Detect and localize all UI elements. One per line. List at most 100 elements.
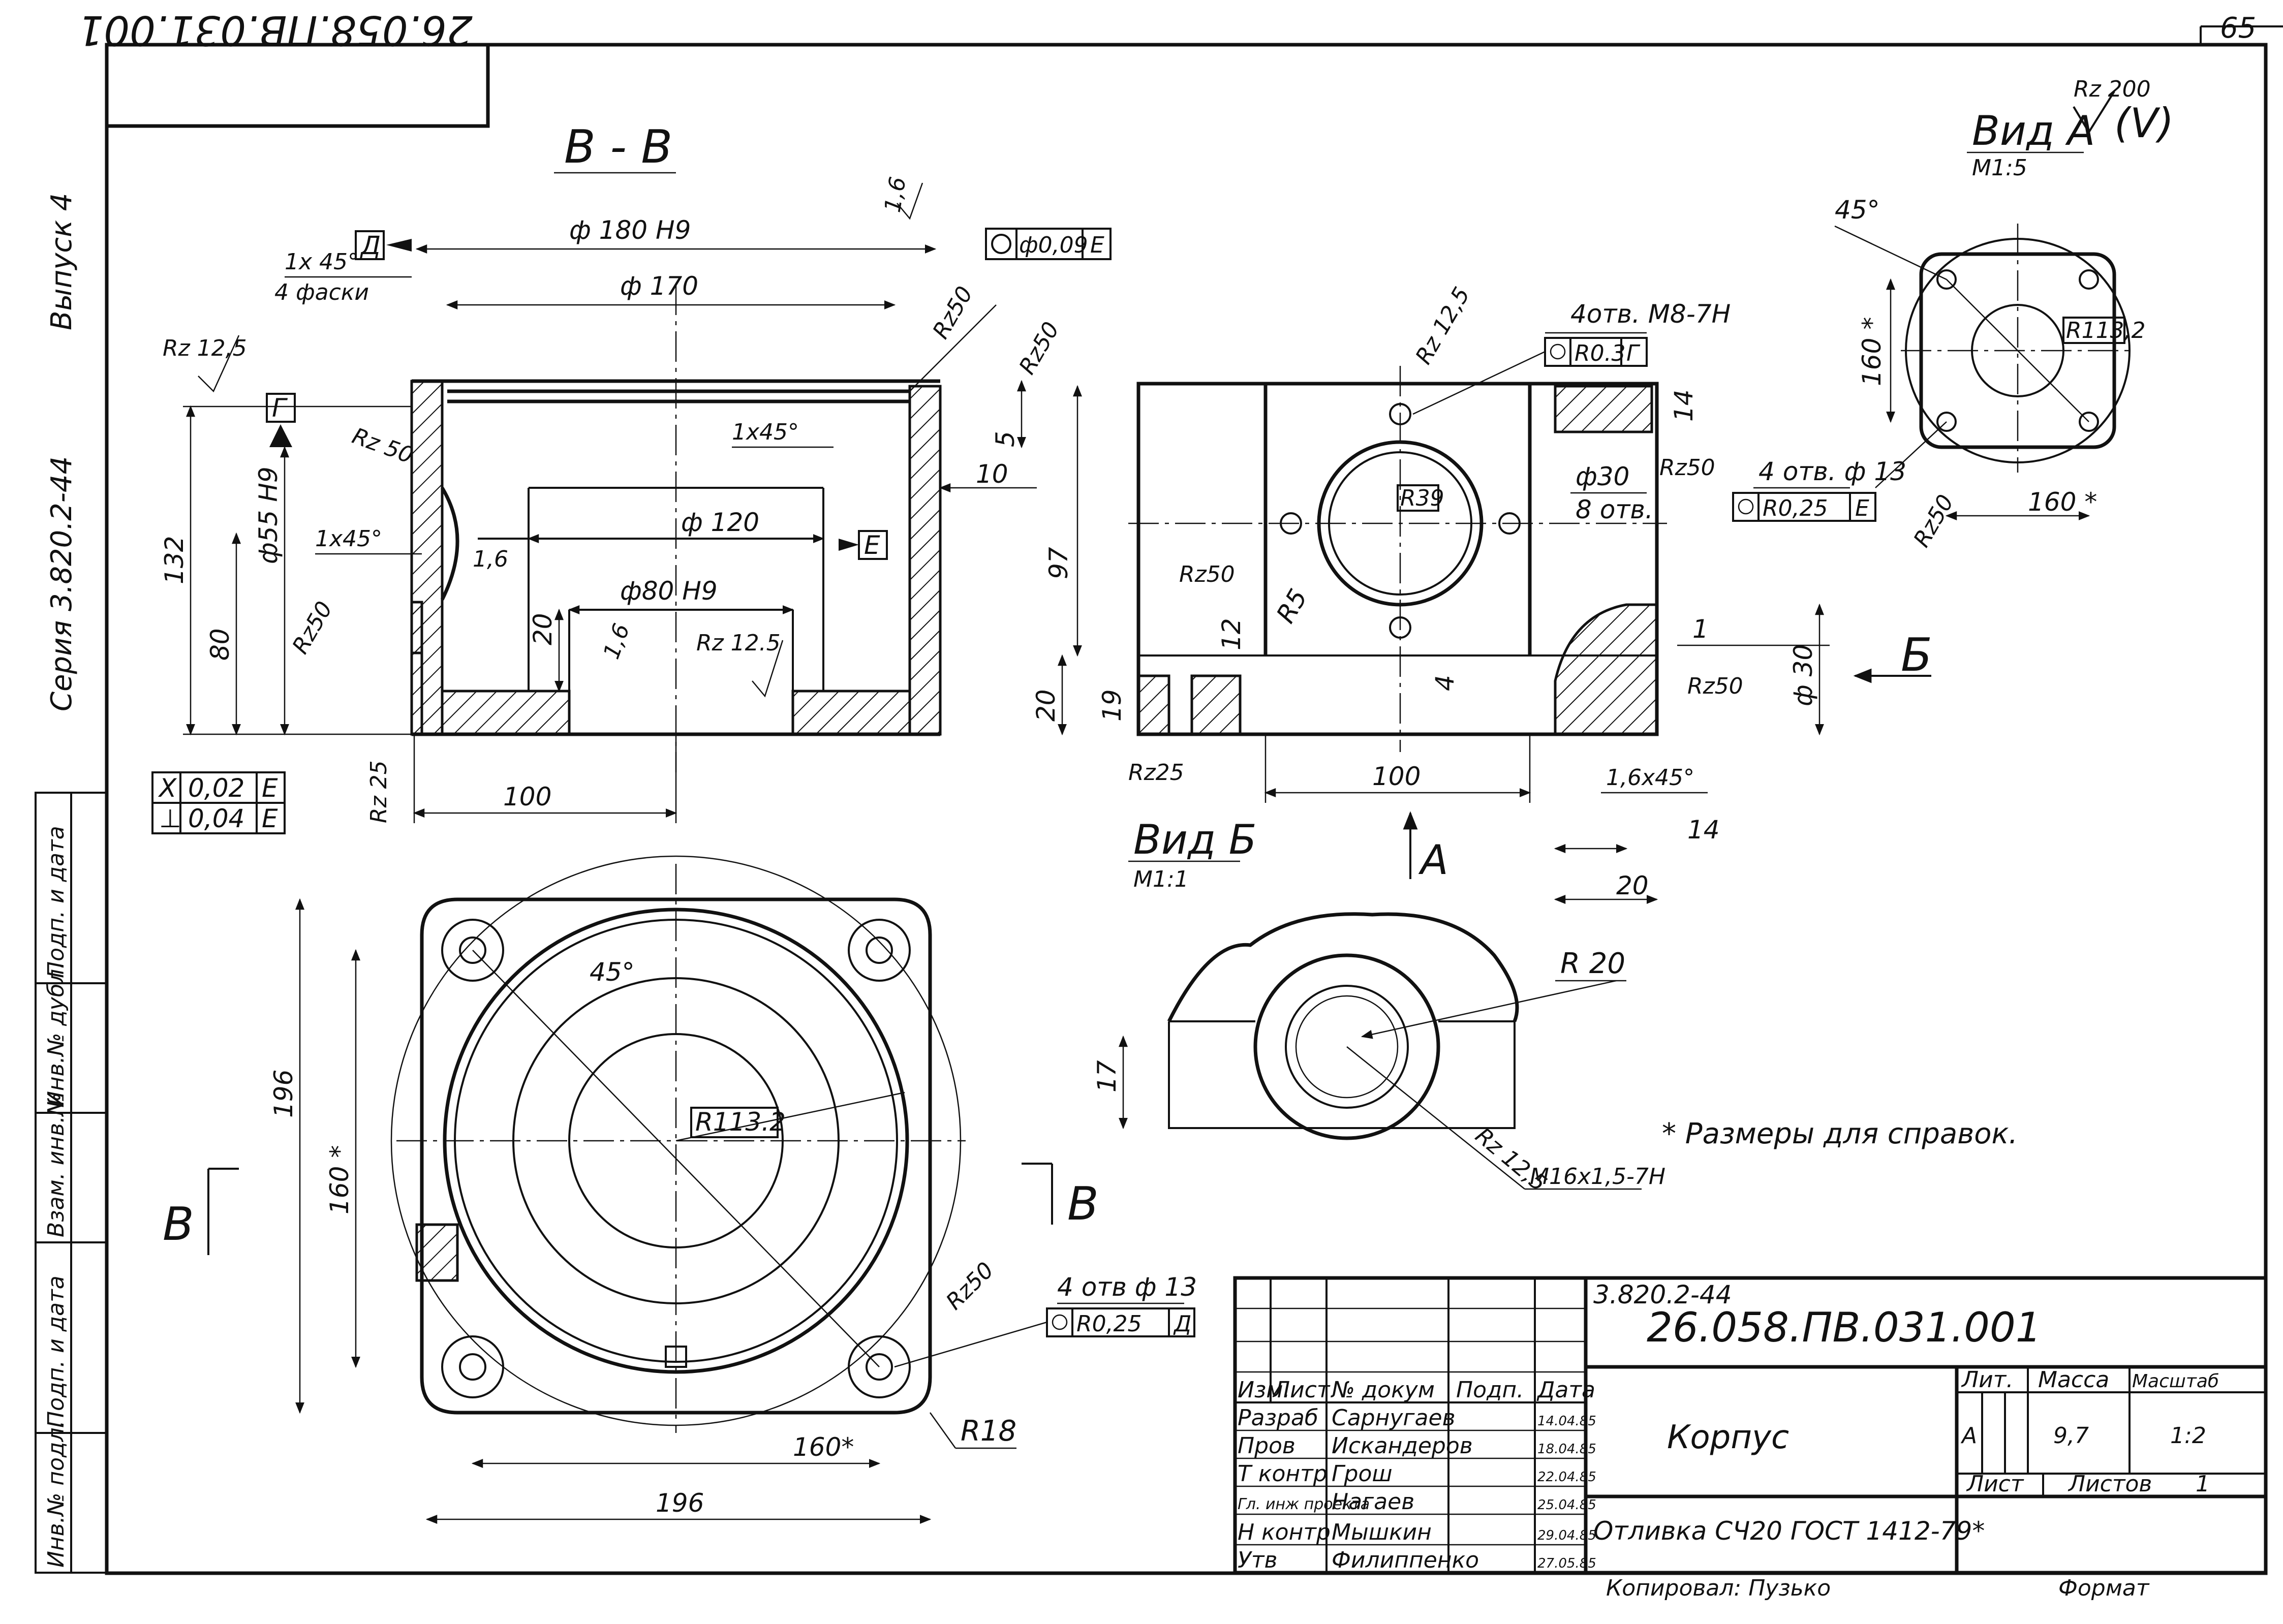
side-8-holes: 8 отв.	[1576, 495, 1653, 524]
side-pos-ref: Г	[1626, 340, 1641, 366]
mirrored-doc-code: 26.058.ПВ.031.001	[78, 7, 473, 54]
side-dim-19: 19	[1097, 689, 1127, 722]
tb-row5-role: Н контр	[1238, 1519, 1331, 1545]
view-b-dim-17: 17	[1092, 1060, 1122, 1092]
tol-row-1-val: 0,02	[188, 773, 244, 803]
tb-row2-name: Искандеров	[1332, 1433, 1473, 1459]
dim-10: 10	[976, 459, 1008, 489]
side-cell-sign2: Подп. и дата	[43, 1275, 69, 1428]
dim-d55: ф55 H9	[254, 466, 283, 564]
tb-row6-role: Утв	[1238, 1547, 1277, 1573]
view-a-scale: M1:5	[1972, 155, 2027, 181]
tb-sheet-label: Лист	[1966, 1471, 2024, 1497]
tb-head-doc: № докум	[1330, 1377, 1435, 1403]
plan-dim-160h: 160*	[793, 1432, 854, 1462]
dim-d170: ф 170	[620, 271, 698, 301]
dim-d120: ф 120	[681, 508, 759, 537]
tb-row1-role: Разраб	[1238, 1405, 1318, 1431]
tb-row5-name: Мышкин	[1332, 1519, 1432, 1545]
tb-series: 3.820.2-44	[1593, 1280, 1732, 1309]
tb-sheets-label: Листов	[2068, 1471, 2152, 1497]
side-cell-vzam: Взам. инв.№	[43, 1092, 69, 1237]
side-cell-sign1: Подп. и дата	[43, 826, 69, 978]
tb-head-izm: Изм.	[1238, 1377, 1290, 1403]
datum-d: Д	[360, 231, 381, 260]
side-dim-1: 1	[1692, 614, 1709, 644]
datum-e: Е	[864, 530, 880, 560]
tb-row4-date: 25.04.85	[1537, 1497, 1596, 1513]
rz-50-b: Rz50	[287, 597, 337, 658]
side-cell-dubl: Инв.№ дубл.	[43, 962, 69, 1108]
roughness-16-mid: 1,6	[473, 546, 508, 572]
side-chamfer: 1,6x45°	[1606, 765, 1694, 791]
side-holes-note: 4отв. M8-7H	[1570, 299, 1731, 329]
roughness-16-top: 1,6	[880, 175, 911, 214]
tb-head-sign: Подп.	[1456, 1377, 1524, 1403]
view-a-angle: 45°	[1835, 195, 1880, 225]
side-dim-14b: 14	[1687, 815, 1720, 845]
footer-copied: Копировал: Пузько	[1606, 1575, 1831, 1601]
plan-pos-ref: Д	[1173, 1311, 1191, 1337]
side-r39: R39	[1400, 485, 1444, 511]
view-a-dim-160v: 160 *	[1857, 317, 1887, 386]
view-a-rz200: Rz 200	[2074, 76, 2151, 102]
cut-label-right: В	[1067, 1177, 1099, 1231]
section-bb-title: В - В	[564, 120, 672, 174]
tb-row2-date: 18.04.85	[1537, 1442, 1596, 1457]
side-dim-4: 4	[1430, 675, 1460, 691]
tb-doc-code: 26.058.ПВ.031.001	[1647, 1304, 2042, 1351]
tolerance-table: X 0,02 Е ⊥ 0,04 Е	[151, 771, 286, 834]
dim-132: 132	[160, 536, 189, 584]
dim-20: 20	[528, 613, 558, 645]
view-a-pos-value: R0,25	[1763, 495, 1828, 521]
tb-row4-role: Гл. инж проекта	[1238, 1495, 1370, 1513]
view-b: Вид Б M1:1 R 20 17 Rz 12,5 M16x1,5-7H	[1092, 816, 1665, 1197]
plan-dim-196h: 196	[656, 1488, 704, 1518]
dim-80: 80	[205, 628, 235, 661]
plan-dim-160v: 160 *	[325, 1145, 354, 1214]
view-a-check: (V)	[2114, 100, 2174, 147]
chamfer-mid: 1x45°	[315, 526, 382, 552]
plan-rz50: Rz50	[941, 1257, 999, 1315]
concentricity-ref: Е	[1090, 232, 1104, 258]
side-rz-50-a: Rz50	[1659, 455, 1715, 481]
tb-row1-name: Сарнугаев	[1332, 1405, 1456, 1431]
rz-50-c: Rz50	[928, 282, 978, 343]
side-dim-14: 14	[1669, 389, 1699, 422]
side-rz-50-c: Rz50	[1687, 673, 1743, 699]
tb-row2-role: Пров	[1238, 1433, 1295, 1459]
tol-row-2-sym: ⊥	[159, 804, 181, 833]
section-bb: В - В ф 180 H9 ф 170 ф 120 ф80 H9	[151, 120, 1112, 834]
plan-r1132: R113.2	[695, 1107, 786, 1137]
side-strip: Выпуск 4 Серия 3.820.2-44 Подп. и дата И…	[35, 193, 108, 1574]
tb-row4-name: Нагаев	[1332, 1489, 1414, 1515]
datum-g: Г	[272, 393, 288, 423]
tol-row-2-ref: Е	[262, 804, 278, 833]
view-a-dim-160h: 160 *	[2028, 487, 2097, 517]
tb-scale: 1:2	[2170, 1423, 2206, 1449]
plan-dim-196v: 196	[269, 1070, 298, 1118]
dim-d80: ф80 H9	[620, 576, 718, 606]
view-a-rz50: Rz50	[1908, 490, 1959, 551]
view-b-title: Вид Б	[1133, 816, 1257, 863]
side-rz-50-b: Rz50	[1179, 561, 1235, 587]
tb-row6-name: Филиппенко	[1332, 1547, 1479, 1573]
tb-scale-label: Масштаб	[2132, 1371, 2219, 1392]
tol-row-2-val: 0,04	[188, 804, 244, 833]
side-d30-vertical: ф 30	[1788, 644, 1818, 706]
tb-head-list: Лист	[1272, 1377, 1331, 1403]
side-dim-97: 97	[1044, 547, 1073, 579]
side-rz-25: Rz25	[1128, 760, 1184, 786]
tb-row3-name: Грош	[1332, 1461, 1393, 1487]
roughness-16-bot: 1,6	[598, 620, 635, 663]
tb-mass: 9,7	[2053, 1423, 2089, 1449]
concentricity-value: ф0,09	[1019, 232, 1088, 258]
page-number: 65	[2220, 12, 2256, 45]
view-b-r20: R 20	[1560, 947, 1625, 980]
view-b-scale: M1:1	[1133, 866, 1189, 892]
view-a-pos-ref: Е	[1855, 495, 1869, 521]
rz-12-5-bottom: Rz 12.5	[696, 630, 781, 656]
reference-note: * Размеры для справок.	[1662, 1117, 2018, 1150]
arrow-a-label: А	[1418, 836, 1448, 884]
side-dim-100: 100	[1372, 762, 1421, 791]
